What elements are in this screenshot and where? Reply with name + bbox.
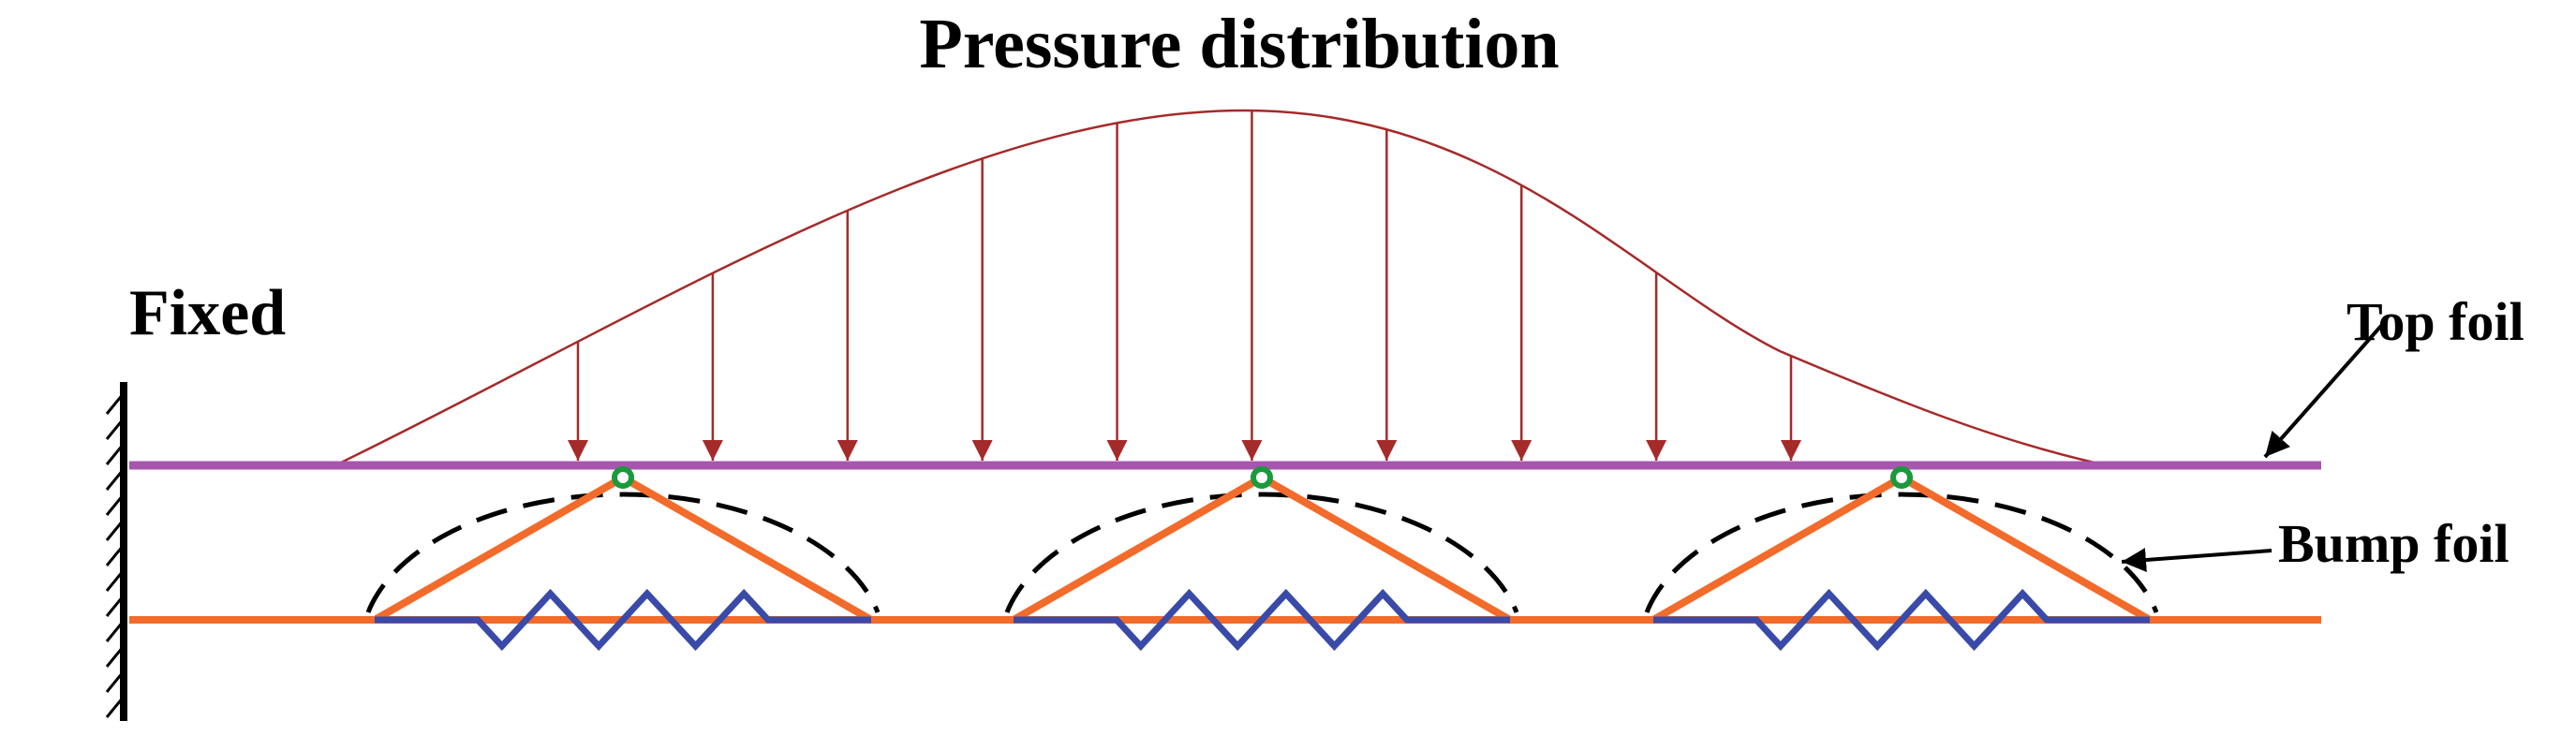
pivot-joint [1890, 466, 1913, 489]
bump-arc-dashed [1004, 492, 1519, 613]
bump-arc-dashed [1644, 492, 2159, 613]
pivot-joint [612, 466, 634, 489]
top-foil-leader [2263, 324, 2383, 459]
hatch-line [105, 595, 126, 617]
wall-hatching [105, 392, 126, 718]
bump-foil-leader [2121, 548, 2273, 573]
bump-spring [375, 588, 871, 652]
hatch-line [105, 392, 126, 415]
hatch-line [105, 544, 126, 566]
fixed-label: Fixed [129, 277, 286, 349]
hatch-line [105, 696, 126, 718]
bump-leg-left [1010, 474, 1266, 624]
bump-spring [1653, 588, 2150, 652]
bump-leg-left [1650, 474, 1905, 624]
hatch-line [105, 443, 126, 465]
hatch-line [105, 670, 126, 693]
hatch-line [105, 418, 126, 440]
hatch-line [105, 493, 126, 516]
bump-foil-group [365, 466, 2159, 652]
bump-cell [1004, 466, 1519, 652]
pressure-arrows [568, 110, 1801, 461]
bump-leg-right [1258, 474, 1514, 624]
pressure-curve [338, 109, 2099, 465]
bump-cell [1644, 466, 2159, 652]
hatch-line [105, 569, 126, 592]
hatch-line [105, 519, 126, 541]
hatch-line [105, 620, 126, 642]
bump-foil-label: Bump foil [2278, 513, 2509, 574]
bump-spring [1014, 588, 1510, 652]
bump-arc-dashed [365, 492, 881, 613]
fixed-support [105, 382, 127, 721]
hatch-line [105, 645, 126, 668]
bump-leg-right [619, 474, 875, 624]
top-foil-label: Top foil [2347, 291, 2524, 352]
hatch-line [105, 468, 126, 491]
diagram-title: Pressure distribution [919, 5, 1559, 83]
pivot-joint [1251, 466, 1273, 489]
bump-leg-left [371, 474, 627, 624]
bump-leg-right [1898, 474, 2154, 624]
bump-cell [365, 466, 881, 652]
